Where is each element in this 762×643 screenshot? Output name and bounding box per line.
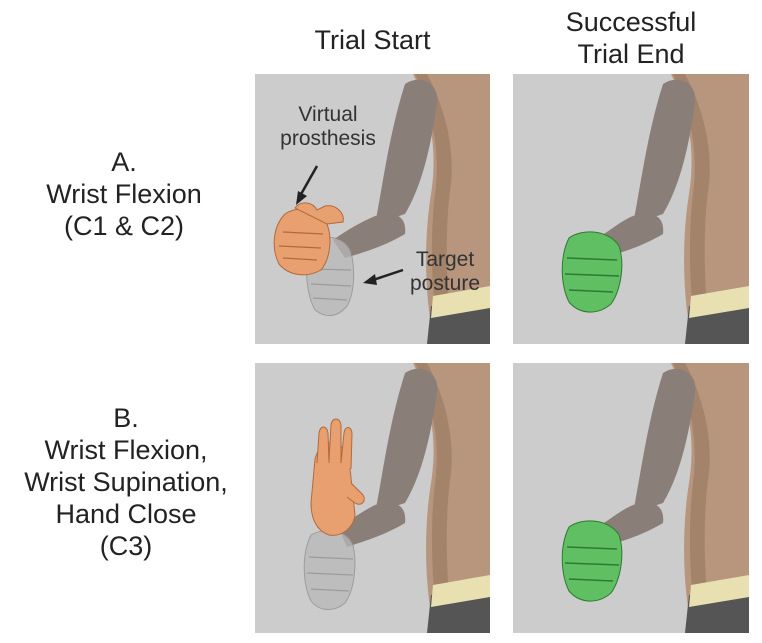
virtual-prosthesis-arrowhead [296, 191, 307, 205]
annotation-line: posture [409, 272, 481, 295]
row-label-line: Hand Close [55, 499, 197, 529]
belt [431, 575, 490, 607]
row-label-b: B. Wrist Flexion, Wrist Supination, Hand… [0, 402, 252, 562]
panel-a-trial-start [255, 74, 490, 344]
prosthesis-hand [273, 202, 344, 276]
annotation-line: Virtual [298, 103, 358, 126]
annotation-line: Target [415, 248, 475, 271]
upper-arm [375, 79, 438, 224]
panel-b-start-illustration [303, 363, 490, 633]
torso [413, 74, 490, 344]
belt [689, 286, 749, 318]
column-header-line: Trial End [577, 39, 685, 69]
row-label-line: B. [113, 403, 139, 433]
target-posture-arrowhead [363, 274, 377, 285]
success-hand [561, 520, 623, 602]
torso-shadow [673, 74, 711, 344]
row-label-line: (C1 & C2) [63, 211, 185, 241]
row-label-a: A. Wrist Flexion (C1 & C2) [0, 146, 248, 242]
panel-a-trial-end [513, 74, 749, 344]
upper-arm [633, 79, 696, 224]
column-header-trial-start: Trial Start [255, 24, 490, 56]
forearm [333, 213, 406, 258]
row-label-line: Wrist Flexion, [44, 435, 208, 465]
panel-a-end-illustration [561, 74, 749, 344]
virtual-prosthesis-arrow [298, 165, 319, 197]
success-hand [561, 231, 623, 313]
panel-b-trial-start [255, 363, 490, 633]
row-label-line: Wrist Flexion [46, 179, 202, 209]
row-label-line: A. [111, 147, 137, 177]
column-header-trial-end: Successful Trial End [513, 6, 749, 70]
forearm [339, 502, 406, 547]
row-label-line: Wrist Supination, [24, 467, 228, 497]
belt [689, 575, 749, 607]
upper-arm [633, 368, 696, 513]
column-header-line: Successful [565, 7, 697, 37]
torso-shadow [415, 363, 453, 633]
row-label-line: (C3) [99, 531, 153, 561]
panel-b-trial-end [513, 363, 749, 633]
torso-shadow [415, 74, 453, 344]
annotation-target-posture: Target posture [400, 248, 490, 296]
target-posture-arrow [372, 268, 404, 282]
belt [431, 286, 490, 318]
annotation-line: prosthesis [280, 127, 376, 150]
torso [413, 363, 490, 633]
target-hand [303, 529, 356, 610]
panel-a-start-illustration [273, 74, 490, 344]
annotation-virtual-prosthesis: Virtual prosthesis [268, 103, 388, 151]
prosthesis-hand [310, 418, 365, 536]
upper-arm [375, 368, 438, 513]
torso-shadow [673, 363, 711, 633]
column-header-line: Trial Start [314, 25, 431, 55]
panel-b-end-illustration [561, 363, 749, 633]
